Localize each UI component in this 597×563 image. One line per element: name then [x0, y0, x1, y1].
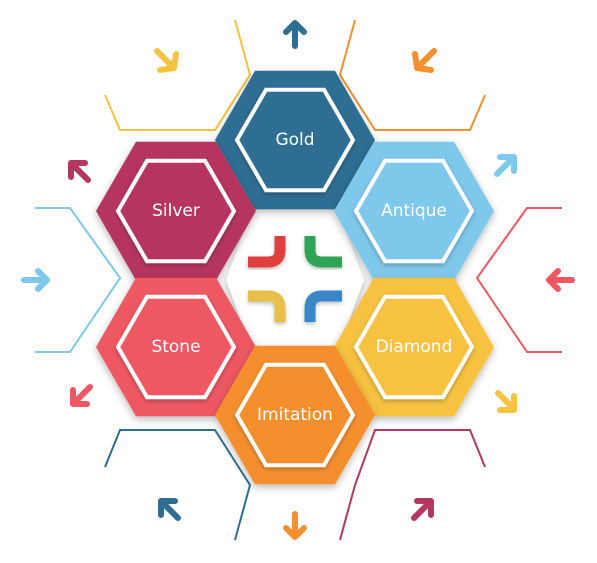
- arrow-up-bottom-right-icon: [411, 498, 434, 521]
- arrow-up-bottom-left-icon: [158, 498, 181, 521]
- bracket-bottom-right: [339, 429, 486, 541]
- arrow-right-left-icon: [21, 268, 50, 292]
- four-arrows-logo-icon: [248, 236, 342, 322]
- arrow-down-top-right-icon: [412, 48, 437, 73]
- arrow-down-bottom-icon: [283, 511, 307, 540]
- center-hexagon: [226, 210, 364, 350]
- hexagon-gold-label: Gold: [275, 130, 314, 150]
- arrow-left-right-icon: [546, 268, 575, 292]
- hexagon-diamond-label: Diamond: [376, 337, 453, 357]
- bracket-bottom-left: [104, 429, 252, 541]
- outer-brackets: [35, 19, 562, 541]
- arrow-up-left-icon: [68, 160, 91, 183]
- arrow-down-left-icon: [70, 384, 93, 407]
- hexagon-gold-inner: [234, 87, 356, 193]
- hexagon-antique-inner: [353, 158, 475, 264]
- hexagon-stone: Stone: [96, 277, 256, 417]
- arrow-down-top-left-icon: [154, 48, 179, 73]
- hexagon-silver-label: Silver: [152, 201, 200, 221]
- bracket-left: [35, 207, 122, 353]
- hexagon-diamond-inner: [353, 294, 475, 400]
- hexagon-diamond: Diamond: [334, 277, 494, 417]
- bracket-antique: [338, 19, 486, 131]
- arrow-up-right-icon: [494, 154, 517, 177]
- bracket-right: [475, 207, 562, 353]
- hexagon-stone-inner: [115, 294, 237, 400]
- hexagon-imitation: Imitation: [215, 345, 375, 485]
- hexagon-imitation-inner: [234, 362, 356, 468]
- arrows: [21, 20, 575, 540]
- hexagon-antique: Antique: [334, 141, 494, 281]
- bracket-gold: [104, 19, 252, 131]
- arrow-down-right-icon: [495, 390, 517, 413]
- hexagon-stone-label: Stone: [151, 337, 200, 357]
- arrow-up-top-icon: [283, 20, 307, 49]
- hexagon-silver: Silver: [96, 141, 256, 281]
- hexagon-imitation-label: Imitation: [257, 405, 333, 425]
- hexagon-silver-inner: [115, 158, 237, 264]
- hexagon-antique-label: Antique: [381, 201, 447, 221]
- hexagon-gold: Gold: [215, 70, 375, 210]
